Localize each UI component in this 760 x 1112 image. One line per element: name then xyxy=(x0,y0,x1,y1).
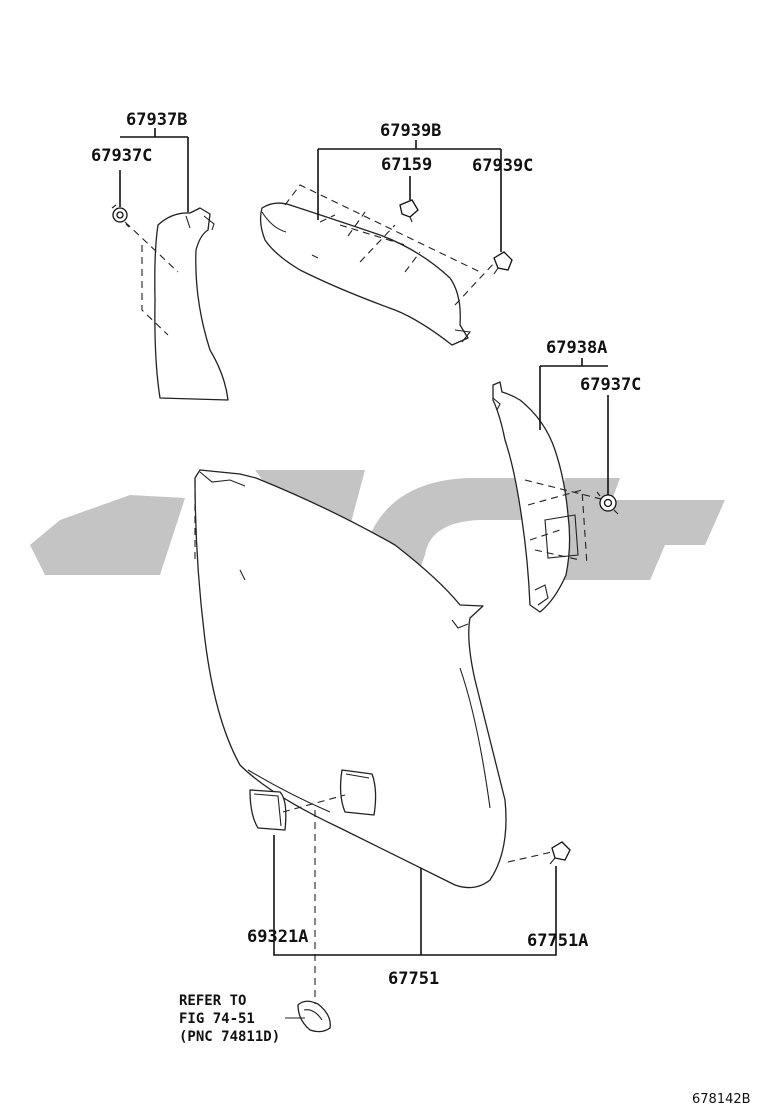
label-67938A: 67938A xyxy=(546,338,607,358)
label-67751A: 67751A xyxy=(527,931,588,951)
clip-67937C-right xyxy=(596,491,619,515)
label-67751: 67751 xyxy=(388,969,439,989)
part-67938A-right-pillar-trim xyxy=(492,381,606,613)
part-74811D-cover xyxy=(297,810,331,1033)
refer-note-line1: REFER TO xyxy=(179,993,246,1009)
refer-note-line3: (PNC 74811D) xyxy=(179,1029,280,1045)
part-67751-trim-board xyxy=(194,469,553,889)
label-67939C: 67939C xyxy=(472,156,533,176)
label-69321A: 69321A xyxy=(247,927,308,947)
leader-lines xyxy=(119,128,609,1019)
diagram-code: 678142B xyxy=(692,1092,751,1107)
label-67159: 67159 xyxy=(381,155,432,175)
clip-67159 xyxy=(399,199,419,223)
clip-67937C-top xyxy=(111,204,130,228)
part-67939B-back-door-trim xyxy=(259,184,496,346)
clip-67939C xyxy=(493,251,513,275)
part-67937B-pillar-trim xyxy=(124,207,229,401)
refer-note-line2: FIG 74-51 xyxy=(179,1011,255,1027)
label-67937C-top: 67937C xyxy=(91,146,152,166)
label-67937B: 67937B xyxy=(126,110,187,130)
label-67939B: 67939B xyxy=(380,121,441,141)
clip-67751A xyxy=(549,841,571,865)
label-67937C-right: 67937C xyxy=(580,375,641,395)
part-69321A-hole-covers xyxy=(249,769,377,831)
